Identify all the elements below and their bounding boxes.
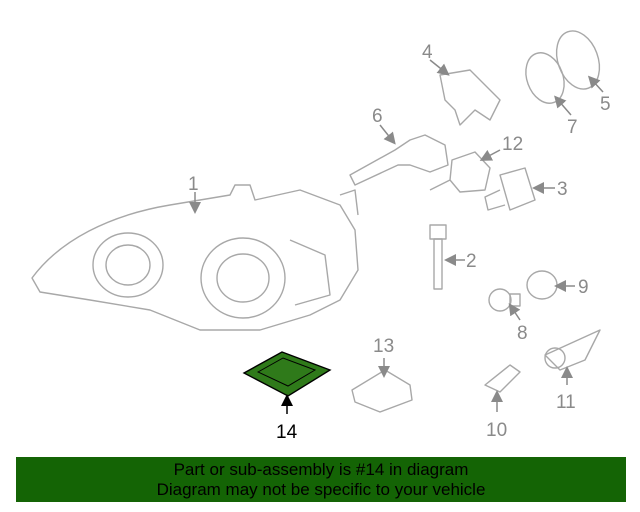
callout-4: 4	[422, 42, 433, 63]
part-13-control-unit[interactable]	[351, 369, 413, 413]
part-9-cap[interactable]	[526, 270, 558, 300]
callout-5: 5	[600, 94, 611, 115]
part-4-bracket[interactable]	[439, 69, 501, 126]
callout-6: 6	[372, 106, 383, 127]
parts-diagram: 1 2 3 4 5 6 7 8 9 10 11 12 13 14	[31, 25, 611, 443]
part-7-seal[interactable]	[519, 47, 571, 108]
part-1-headlight-assembly[interactable]	[31, 184, 359, 331]
part-14-ballast-highlighted[interactable]	[242, 351, 332, 397]
part-12-bulb[interactable]	[429, 151, 491, 193]
part-2-bolt[interactable]	[429, 224, 447, 290]
callout-12: 12	[502, 134, 523, 155]
part-8-bulb[interactable]	[488, 288, 521, 312]
callout-1: 1	[188, 174, 199, 195]
part-11-socket[interactable]	[544, 329, 601, 371]
callout-11: 11	[556, 392, 576, 413]
callout-3: 3	[557, 179, 568, 200]
part-10-bulb[interactable]	[484, 364, 521, 393]
callout-10: 10	[486, 420, 507, 441]
callout-9: 9	[578, 277, 589, 298]
banner-line-part: Part or sub-assembly is #14 in diagram	[173, 460, 469, 479]
callout-13: 13	[373, 336, 394, 357]
info-banner: Part or sub-assembly is #14 in diagram D…	[16, 457, 626, 502]
part-6-xenon-bulb[interactable]	[349, 134, 449, 186]
part-3-socket[interactable]	[484, 167, 536, 211]
callout-2: 2	[466, 251, 477, 272]
banner-line-disclaimer: Diagram may not be specific to your vehi…	[156, 480, 486, 499]
part-5-cap[interactable]	[549, 25, 607, 95]
callout-14: 14	[276, 422, 298, 443]
callout-7: 7	[567, 117, 578, 138]
callout-8: 8	[517, 323, 528, 344]
